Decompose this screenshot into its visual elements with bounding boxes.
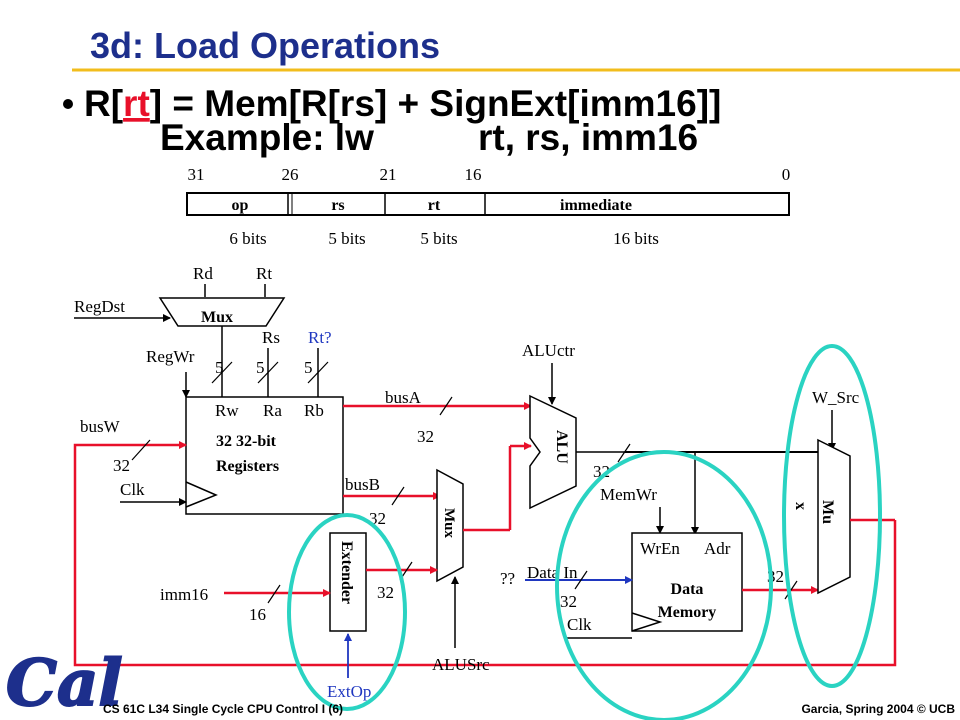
width-rt: 5 bits xyxy=(420,229,457,248)
clk-reg-label: Clk xyxy=(120,480,145,499)
example-args: rt, rs, imm16 xyxy=(478,117,698,158)
rb-width: 5 xyxy=(304,358,313,377)
footer-left: CS 61C L34 Single Cycle CPU Control I (6… xyxy=(103,702,343,716)
adr-port: Adr xyxy=(704,539,731,558)
data-in-label: Data In xyxy=(527,563,578,582)
footer-right: Garcia, Spring 2004 © UCB xyxy=(801,702,955,716)
data-memory-line2: Memory xyxy=(658,604,717,621)
alusrc-mux-label: Mux xyxy=(441,508,457,539)
data-in-width: 32 xyxy=(560,592,577,611)
extender-highlight xyxy=(287,513,407,711)
busw-wire xyxy=(73,441,897,667)
equation-rt: rt xyxy=(123,83,150,124)
rw-port: Rw xyxy=(215,401,239,420)
width-immediate: 16 bits xyxy=(613,229,659,248)
width-rs: 5 bits xyxy=(328,229,365,248)
extender-width: 32 xyxy=(377,583,394,602)
alusrc-label: ALUSrc xyxy=(432,655,490,674)
clock-triangle xyxy=(185,481,218,508)
slide-title: 3d: Load Operations xyxy=(90,25,440,66)
width-slash xyxy=(391,486,405,506)
bit-21: 21 xyxy=(380,165,397,184)
alu-label: ALU xyxy=(553,430,570,464)
bullet-dot xyxy=(63,99,73,109)
memwr-label: MemWr xyxy=(600,485,657,504)
memory-clock-triangle xyxy=(631,612,663,632)
rt-label: Rt xyxy=(256,264,272,283)
w-src-mux-label-1: Mu xyxy=(819,500,836,524)
rs-label: Rs xyxy=(262,328,280,347)
busa-label: busA xyxy=(385,388,422,407)
data-memory-line1: Data xyxy=(671,581,704,598)
ra-width: 5 xyxy=(256,358,265,377)
equation-suffix: ] = Mem[R[rs] + SignExt[imm16]] xyxy=(150,83,722,124)
rd-label: Rd xyxy=(193,264,213,283)
rt-question-label: Rt? xyxy=(308,328,332,347)
wren-port: WrEn xyxy=(640,539,680,558)
memory-highlight xyxy=(555,450,773,720)
rw-width: 5 xyxy=(215,358,224,377)
rb-port: Rb xyxy=(304,401,324,420)
busw-label: busW xyxy=(80,417,121,436)
aluctr-label: ALUctr xyxy=(522,341,575,360)
extender-label: Extender xyxy=(338,541,355,604)
regdst-mux xyxy=(158,297,286,327)
field-rt: rt xyxy=(428,197,441,214)
regwr-label: RegWr xyxy=(146,347,195,366)
width-slash xyxy=(307,361,329,384)
field-immediate: immediate xyxy=(560,197,632,214)
alu-width: 32 xyxy=(593,462,610,481)
regdst-mux-label: Mux xyxy=(201,309,233,326)
imm16-width: 16 xyxy=(249,605,266,624)
mux-highlight xyxy=(782,344,882,688)
width-slash xyxy=(439,396,453,416)
bit-31: 31 xyxy=(188,165,205,184)
equation-prefix: R[ xyxy=(84,83,123,124)
width-slash xyxy=(131,439,151,461)
example-prefix: Example: lw xyxy=(160,117,374,158)
width-slash xyxy=(257,361,279,384)
width-slash xyxy=(211,361,233,384)
alu-block xyxy=(529,394,577,510)
field-rs: rs xyxy=(331,197,344,214)
extender-block xyxy=(329,532,367,632)
width-slash xyxy=(784,580,798,600)
w-src-label: W_Src xyxy=(812,388,860,407)
alusrc-mux xyxy=(436,468,464,583)
unknown-input-label: ?? xyxy=(500,569,515,588)
w-src-mux-label-2: x xyxy=(792,502,809,510)
clk-mem-label: Clk xyxy=(567,615,592,634)
busw-width: 32 xyxy=(113,456,130,475)
bit-16: 16 xyxy=(465,165,482,184)
ra-port: Ra xyxy=(263,401,282,420)
regfile-line2: Registers xyxy=(216,458,279,475)
busa-width: 32 xyxy=(417,427,434,446)
bit-0: 0 xyxy=(782,165,791,184)
bit-26: 26 xyxy=(282,165,299,184)
width-op: 6 bits xyxy=(229,229,266,248)
extop-label: ExtOp xyxy=(327,682,371,701)
w-src-mux xyxy=(817,438,851,595)
regdst-label: RegDst xyxy=(74,297,125,316)
width-slash xyxy=(574,570,588,590)
field-op: op xyxy=(232,197,249,214)
width-slash xyxy=(267,584,281,604)
busb-label: busB xyxy=(345,475,380,494)
width-slash xyxy=(617,443,631,463)
register-file xyxy=(185,396,344,515)
imm16-label: imm16 xyxy=(160,585,208,604)
instruction-format-box xyxy=(186,192,790,216)
data-memory xyxy=(631,532,743,632)
cal-logo: Cal xyxy=(5,645,124,720)
cal-logo-text: Cal xyxy=(6,646,123,720)
equation-line: R[rt] = Mem[R[rs] + SignExt[imm16]] xyxy=(84,83,721,124)
regfile-line1: 32 32-bit xyxy=(216,433,277,450)
